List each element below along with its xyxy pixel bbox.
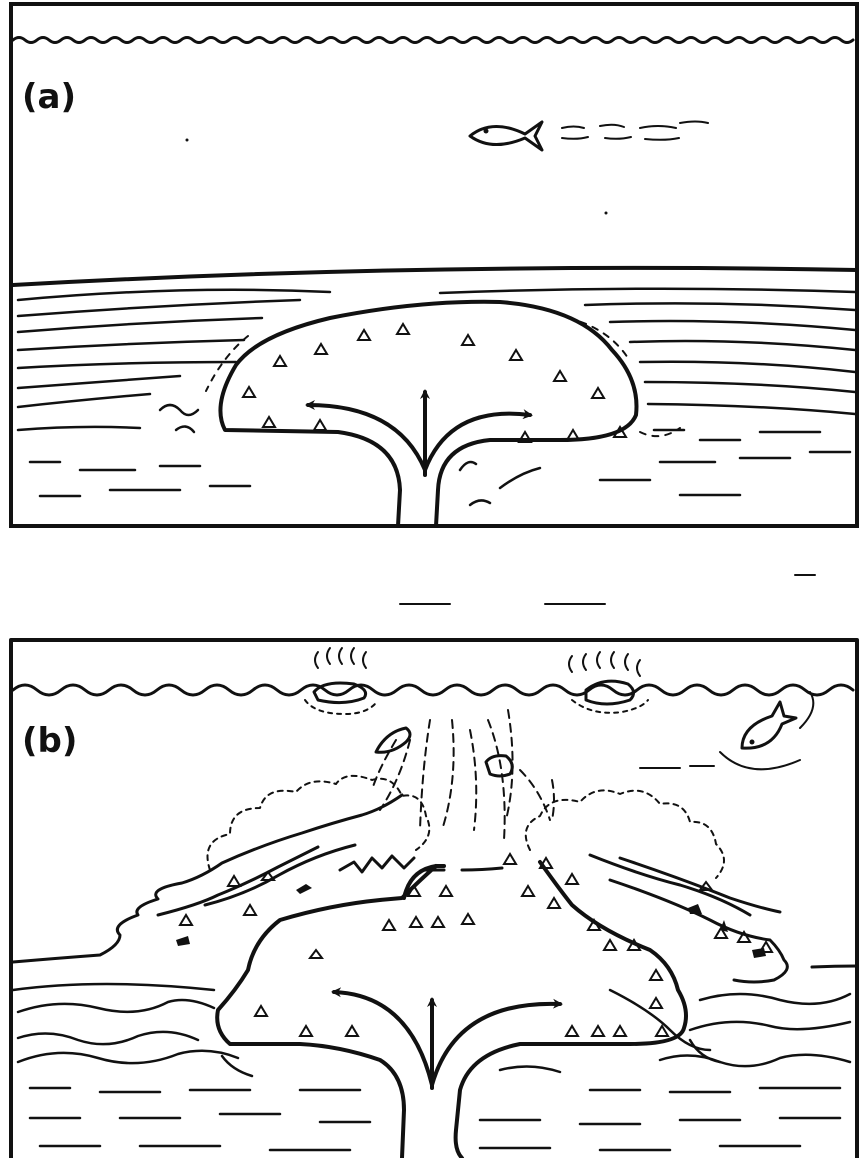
- panel-label-b: (b): [22, 721, 77, 761]
- panel-label-a: (a): [22, 77, 76, 117]
- magma-intrusion-a: [220, 302, 636, 526]
- sea-surface-a: [13, 38, 853, 43]
- panel-a: (a): [11, 4, 857, 526]
- sea-surface-b: [13, 685, 853, 695]
- panel-b: (b): [11, 640, 857, 1158]
- clast-triangles-a: [243, 324, 626, 442]
- pumice-raft-icon: [305, 648, 648, 776]
- stray-marks: [400, 575, 815, 604]
- sediment-layers-a: [18, 289, 855, 505]
- fish-icon: [470, 122, 708, 151]
- fish-icon: [640, 692, 813, 769]
- flow-arrow-icon: [334, 992, 560, 1088]
- volcaniclastic-lobes-b: [13, 795, 857, 982]
- panel-a-frame: [11, 4, 857, 526]
- clast-fragments-b: [176, 884, 766, 958]
- seafloor-a: [13, 268, 857, 285]
- magma-intrusion-b: [217, 862, 686, 1158]
